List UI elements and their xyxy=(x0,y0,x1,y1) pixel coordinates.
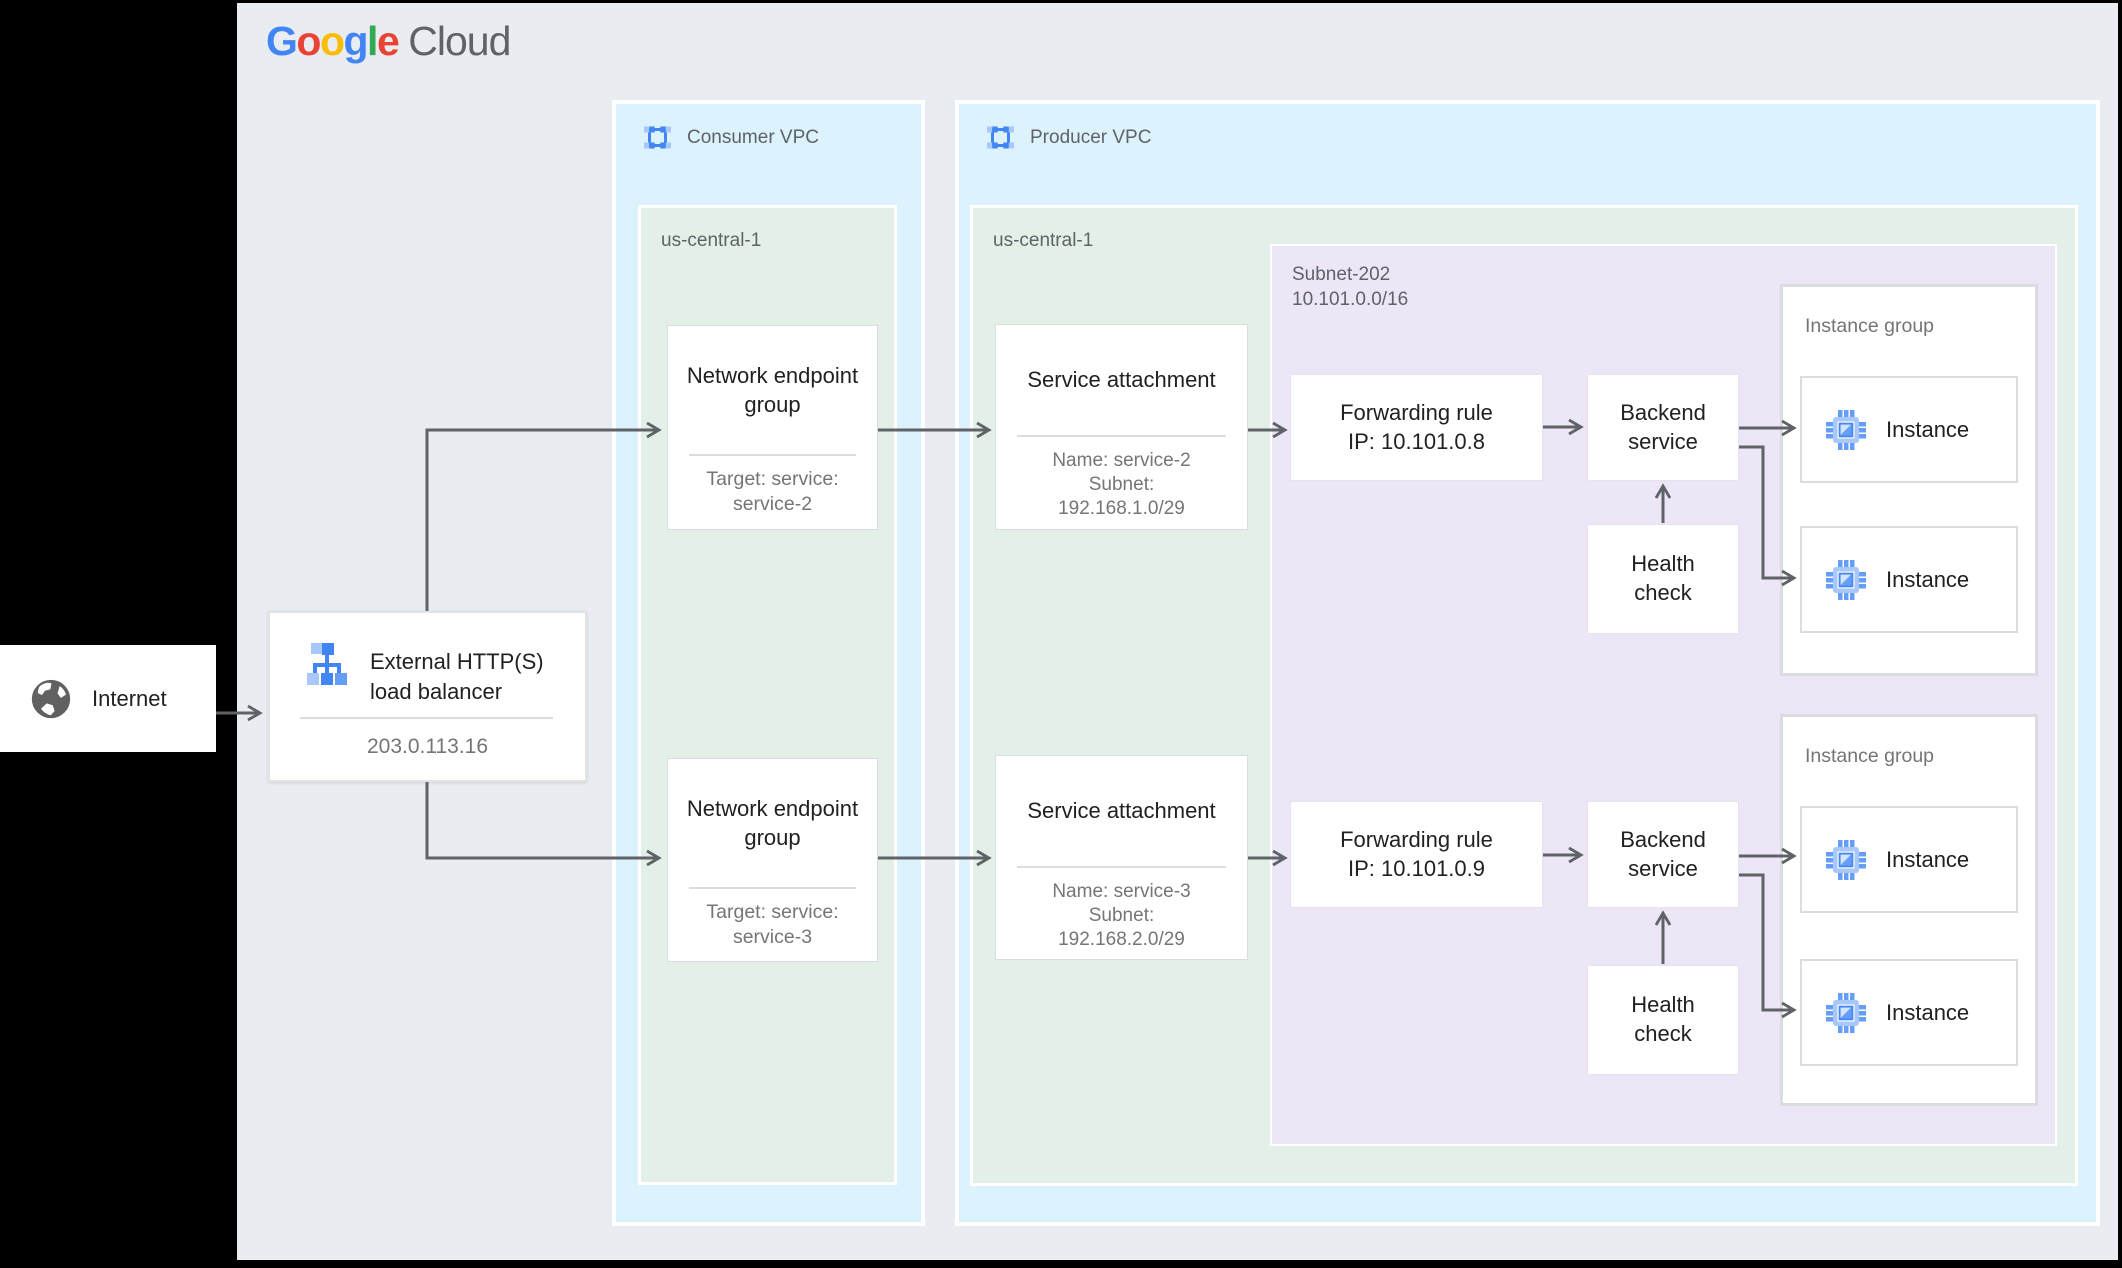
instance-group-container: Instance group xyxy=(1780,284,2038,676)
vpc-network-icon xyxy=(644,126,671,149)
logo-letter: o xyxy=(319,18,345,64)
load-balancer-title: External HTTP(S) load balancer xyxy=(370,647,544,707)
globe-icon xyxy=(31,679,71,718)
network-endpoint-group-card: Network endpoint group Target: service: … xyxy=(667,758,878,962)
backend-service-card: Backend service xyxy=(1587,374,1739,481)
target-line: Target: service: xyxy=(706,901,839,923)
internet-node: Internet xyxy=(0,645,216,752)
divider xyxy=(689,454,856,456)
divider xyxy=(1017,435,1226,437)
forwarding-rule-card: Forwarding rule IP: 10.101.0.9 xyxy=(1290,801,1543,908)
network-endpoint-group-card: Network endpoint group Target: service: … xyxy=(667,325,878,530)
logo-letter: l xyxy=(367,18,378,64)
logo-letter: o xyxy=(296,18,321,64)
card-subtitle: Name: service-2 Subnet: 192.168.1.0/29 xyxy=(996,437,1247,521)
card-subtitle: Target: service: service-2 xyxy=(668,456,877,517)
divider xyxy=(689,887,856,889)
backend-service-card: Backend service xyxy=(1587,801,1739,908)
card-title: Service attachment xyxy=(1027,367,1216,393)
card-title: Network endpoint group xyxy=(686,795,859,850)
lb-title-line: External HTTP(S) xyxy=(370,649,544,674)
producer-vpc-label: Producer VPC xyxy=(1030,126,1152,148)
service-attachment-card: Service attachment Name: service-3 Subne… xyxy=(995,755,1248,960)
producer-vpc-header: Producer VPC xyxy=(987,124,1151,151)
vpc-network-icon xyxy=(987,126,1014,149)
instance-group-container: Instance group xyxy=(1780,714,2038,1106)
consumer-region-container: us-central-1 Network endpoint group Targ… xyxy=(638,205,897,1185)
consumer-vpc-container: Consumer VPC us-central-1 Network endpoi… xyxy=(612,100,925,1226)
load-balancer-icon xyxy=(307,643,347,685)
card-title: Service attachment xyxy=(1027,798,1216,824)
subnet-name: Subnet-202 xyxy=(1292,264,1391,285)
logo-letter: G xyxy=(266,18,298,64)
instance-label: Instance xyxy=(1886,999,1970,1025)
attachment-line: Name: service-2 xyxy=(1052,450,1191,471)
health-check-card: Health check xyxy=(1587,965,1739,1075)
attachment-line: Subnet: xyxy=(1088,905,1155,927)
health-check-card: Health check xyxy=(1587,524,1739,634)
attachment-line: 192.168.1.0/29 xyxy=(1058,498,1185,520)
subnet-label: Subnet-202 10.101.0.0/16 xyxy=(1292,262,1408,312)
producer-vpc-container: Producer VPC us-central-1 Service attach… xyxy=(955,100,2100,1226)
compute-chip-icon xyxy=(1826,409,1866,450)
forwarding-rule-ip: IP: 10.101.0.9 xyxy=(1348,855,1485,881)
load-balancer-card: External HTTP(S) load balancer 203.0.113… xyxy=(268,611,587,782)
target-line: service-3 xyxy=(732,925,813,948)
compute-chip-icon xyxy=(1826,559,1866,600)
forwarding-rule-card: Forwarding rule IP: 10.101.0.8 xyxy=(1290,374,1543,481)
internet-label: Internet xyxy=(92,685,167,711)
consumer-region-label: us-central-1 xyxy=(661,230,762,251)
consumer-vpc-label: Consumer VPC xyxy=(687,126,819,148)
instance-label: Instance xyxy=(1886,416,1970,442)
service-attachment-card: Service attachment Name: service-2 Subne… xyxy=(995,324,1248,530)
consumer-vpc-header: Consumer VPC xyxy=(644,124,819,151)
forwarding-rule-title: Forwarding rule xyxy=(1340,826,1493,852)
card-subtitle: Name: service-3 Subnet: 192.168.2.0/29 xyxy=(996,868,1247,952)
instance-card: Instance xyxy=(1800,376,2018,483)
forwarding-rule-ip: IP: 10.101.0.8 xyxy=(1348,428,1485,454)
forwarding-rule-title: Forwarding rule xyxy=(1340,399,1493,425)
divider xyxy=(1017,866,1226,868)
cloud-wordmark: Cloud xyxy=(408,18,511,64)
load-balancer-ip: 203.0.113.16 xyxy=(366,735,489,758)
attachment-line: 192.168.2.0/29 xyxy=(1058,929,1185,951)
compute-chip-icon xyxy=(1826,992,1866,1033)
target-line: Target: service: xyxy=(706,468,839,490)
instance-card: Instance xyxy=(1800,959,2018,1066)
health-check-label: Health check xyxy=(1631,992,1695,1046)
instance-card: Instance xyxy=(1800,806,2018,913)
logo-letter: e xyxy=(376,18,400,64)
subnet-container: Subnet-202 10.101.0.0/16 Forwarding rule… xyxy=(1270,244,2057,1146)
subnet-cidr: 10.101.0.0/16 xyxy=(1292,289,1409,310)
compute-chip-icon xyxy=(1826,839,1866,880)
backend-service-label: Backend service xyxy=(1620,399,1706,454)
lb-title-line: load balancer xyxy=(370,679,503,704)
instance-group-label: Instance group xyxy=(1805,745,1935,767)
backend-service-label: Backend service xyxy=(1620,826,1706,881)
instance-card: Instance xyxy=(1800,526,2018,633)
instance-label: Instance xyxy=(1886,566,1970,592)
card-subtitle: Target: service: service-3 xyxy=(668,889,877,950)
instance-label: Instance xyxy=(1886,846,1970,872)
logo-letter: g xyxy=(343,18,369,64)
google-wordmark: Google xyxy=(266,18,400,64)
target-line: service-2 xyxy=(732,492,813,515)
producer-region-label: us-central-1 xyxy=(993,230,1094,251)
instance-group-label: Instance group xyxy=(1805,315,1935,337)
producer-region-container: us-central-1 Service attachment Name: se… xyxy=(970,205,2078,1186)
card-title: Network endpoint group xyxy=(686,362,859,417)
attachment-line: Name: service-3 xyxy=(1052,881,1191,902)
attachment-line: Subnet: xyxy=(1088,474,1155,496)
divider xyxy=(300,717,553,719)
health-check-label: Health check xyxy=(1631,551,1695,605)
